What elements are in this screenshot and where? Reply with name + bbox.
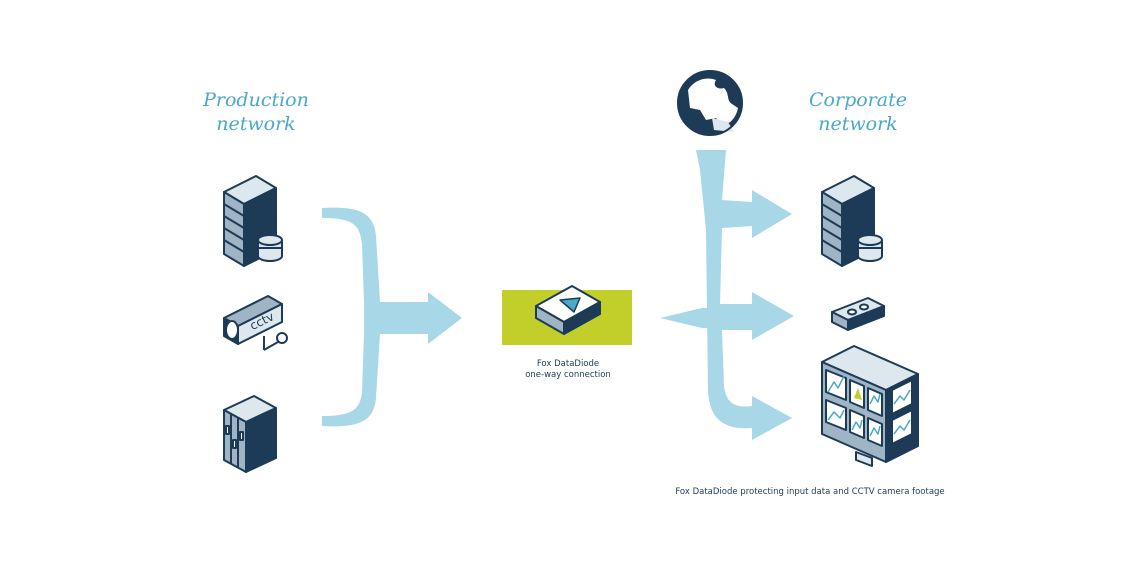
production-title-line1: Production bbox=[203, 89, 309, 111]
data-diode-icon bbox=[535, 285, 601, 335]
production-network-title: Production network bbox=[176, 88, 336, 136]
diode-caption-line2: one-way connection bbox=[525, 370, 611, 380]
diode-caption-line1: Fox DataDiode bbox=[536, 359, 600, 369]
production-title-line2: network bbox=[216, 113, 296, 135]
corporate-network-title: Corporate network bbox=[778, 88, 938, 136]
server-icon bbox=[223, 175, 277, 267]
server-rack-icon bbox=[223, 395, 277, 473]
video-tape-icon bbox=[831, 297, 885, 331]
corporate-title-line2: network bbox=[818, 113, 898, 135]
globe-icon bbox=[677, 70, 743, 136]
cctv-camera-icon: cctv bbox=[223, 295, 288, 351]
footer-caption: Fox DataDiode protecting input data and … bbox=[675, 487, 945, 497]
diode-output-arrow bbox=[660, 150, 794, 440]
data-diode-caption: Fox DataDiode one-way connection bbox=[480, 359, 656, 381]
video-wall-icon bbox=[821, 345, 919, 467]
database-icon bbox=[257, 234, 283, 262]
corporate-title-line1: Corporate bbox=[809, 89, 907, 111]
corporate-database-icon bbox=[857, 234, 883, 262]
production-merge-arrow bbox=[322, 207, 462, 427]
